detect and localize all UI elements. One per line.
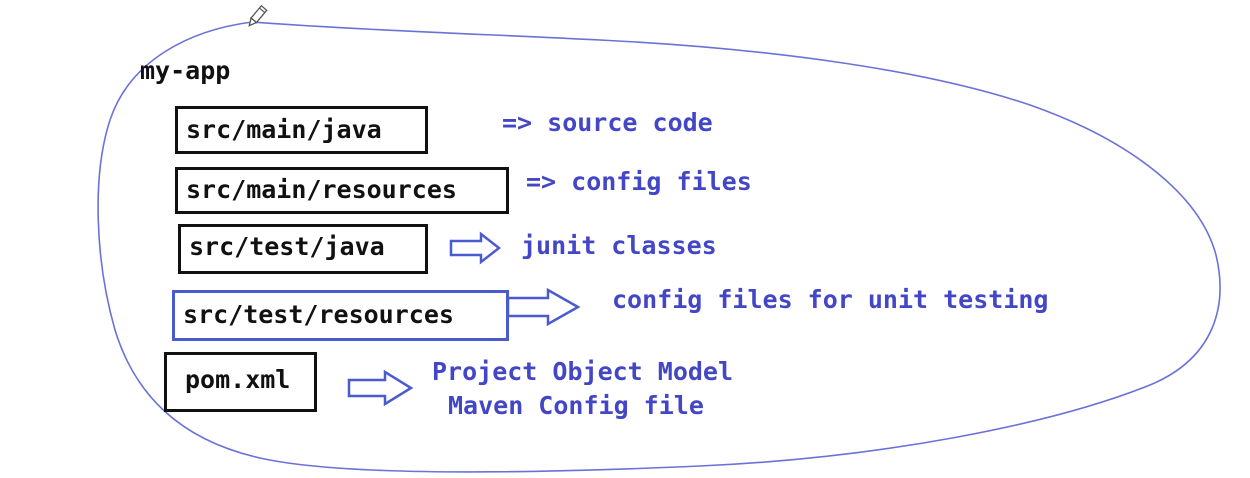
enclosing-outline [97, 21, 1221, 473]
root-folder-label: my-app [140, 56, 231, 85]
folder-box-main-resources: src/main/resources [175, 167, 509, 214]
file-box-pom: pom.xml [164, 352, 317, 412]
pencil-icon [248, 4, 268, 27]
arrow-icon-pom [347, 369, 414, 407]
folder-box-test-resources: src/test/resources [172, 290, 509, 341]
arrow-icon-test-java [449, 231, 502, 265]
folder-box-test-java: src/test/java [178, 224, 428, 274]
annotation-pom-line-2: Maven Config file [448, 391, 704, 420]
annotation-main-resources: => config files [526, 167, 752, 196]
folder-box-main-java: src/main/java [175, 106, 428, 154]
annotation-test-java: junit classes [521, 231, 717, 260]
annotation-test-resources: config files for unit testing [612, 285, 1049, 314]
arrow-icon-test-resources [506, 287, 581, 327]
annotation-main-java: => source code [502, 108, 713, 137]
annotation-pom-line-1: Project Object Model [432, 357, 734, 386]
